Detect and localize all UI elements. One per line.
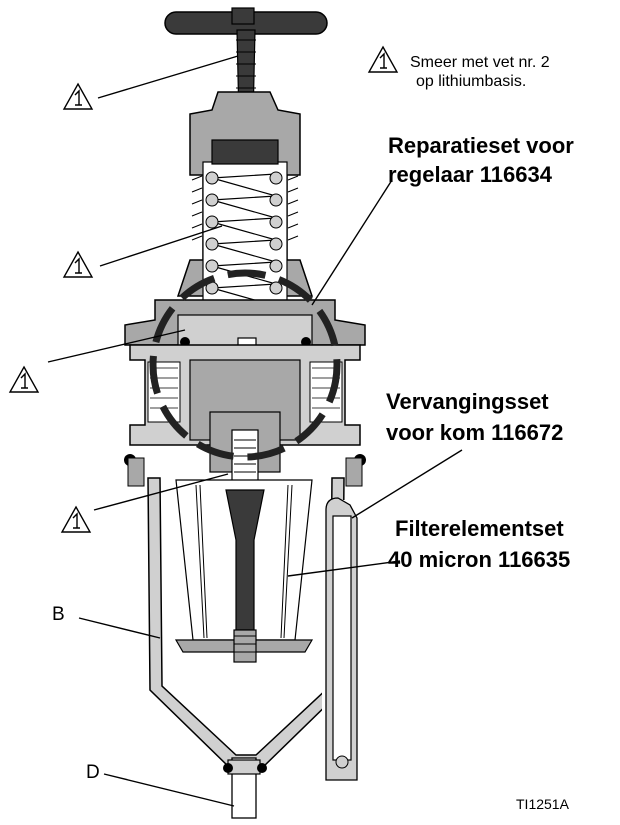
- bowl-kit-label-line-1: Vervangingsset: [386, 389, 549, 414]
- drain-valve: [223, 757, 267, 819]
- spring-ends: [205, 171, 283, 295]
- spring: [211, 173, 277, 307]
- leader-lines: [47, 55, 463, 807]
- legend-text-line-2: op lithiumbasis.: [416, 73, 527, 90]
- lubricate-bonnet-icon: [63, 251, 93, 278]
- figure-id: TI1251A: [516, 796, 569, 812]
- filter-kit-label-line-2: 40 micron 116635: [388, 547, 571, 572]
- bowl-kit-label-line-2: voor kom 116672: [386, 420, 564, 445]
- lubricate-stem-icon: [63, 83, 93, 110]
- regulator-kit-label-line-2: regelaar 116634: [388, 162, 552, 187]
- label-b: B: [52, 604, 65, 625]
- regulator-kit-label-line-1: Reparatieset voor: [388, 133, 574, 158]
- label-d: D: [86, 762, 100, 783]
- legend-text-line-1: Smeer met vet nr. 2: [410, 54, 550, 71]
- filter-element: [174, 479, 314, 663]
- regulator-body: [124, 344, 366, 491]
- repair-kit-boundary: [149, 269, 341, 461]
- warning-triangle-1-icon: [368, 46, 398, 73]
- lubricate-valve-icon: [61, 506, 91, 533]
- filter-kit-label-line-1: Filterelementset: [395, 516, 564, 541]
- lubricate-diaphragm-icon: [9, 366, 39, 393]
